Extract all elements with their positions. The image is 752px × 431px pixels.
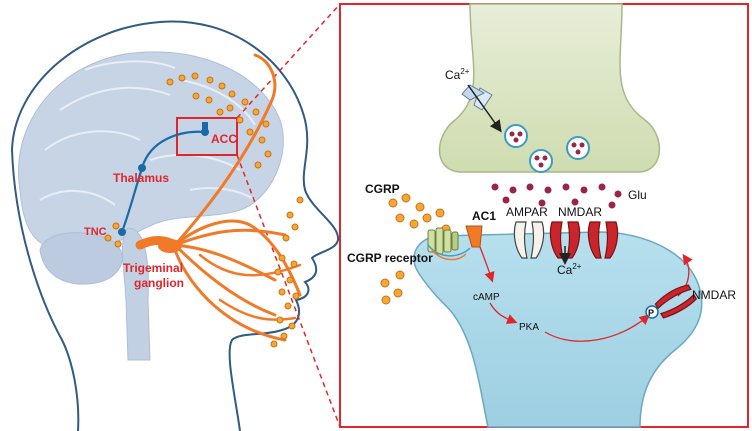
nmdar-receptor-right: [654, 284, 698, 319]
cgrp-dots-face: [104, 72, 304, 348]
head-outline: [11, 20, 340, 431]
cerebellum: [39, 232, 123, 285]
glu-label: Glu: [628, 188, 647, 202]
pka-label: PKA: [519, 322, 539, 333]
nmdar-receptor-top: [549, 221, 619, 259]
ampar-label: AMPAR: [506, 205, 548, 219]
trigeminal-label-line2: ganglion: [134, 276, 184, 290]
trigeminal-ganglion: [158, 239, 182, 253]
nmdar-top-label: NMDAR: [558, 205, 602, 219]
ampar-receptor: [513, 221, 545, 259]
cgrp-receptor: [427, 227, 471, 261]
trigeminal-label-line1: Trigeminal: [123, 261, 183, 275]
cgrp-dots: [380, 193, 451, 305]
synapse-panel: Ca2+ Glu CGRP: [339, 3, 749, 428]
ca-top-label: Ca2+: [445, 67, 470, 82]
tnc-label: TNC: [84, 226, 107, 238]
p-label: P: [648, 308, 654, 318]
head-illustration: ACC Thalamus TNC Trigeminal ganglion: [11, 3, 341, 431]
synaptic-vesicles: [504, 124, 590, 173]
acc-label: ACC: [211, 132, 237, 146]
camp-label: cAMP: [473, 292, 500, 303]
trigeminal-nerve: [135, 53, 302, 342]
pain-pathway: [120, 130, 206, 233]
phospho-marker: [645, 305, 659, 319]
ca-bottom-label: Ca2+: [557, 262, 582, 277]
neck-outline: [11, 149, 80, 431]
acc-highlight-box: [176, 117, 238, 156]
brainstem: [121, 227, 151, 361]
ac1-label: AC1: [472, 209, 496, 223]
glutamate-dots: [491, 183, 622, 209]
cgrp-receptor-label: CGRP receptor: [347, 251, 433, 265]
nmdar-right-label: NMDAR: [692, 288, 736, 302]
cgrp-label: CGRP: [365, 182, 400, 196]
thalamus-label: Thalamus: [113, 171, 169, 185]
brain-gyri: [39, 60, 256, 206]
